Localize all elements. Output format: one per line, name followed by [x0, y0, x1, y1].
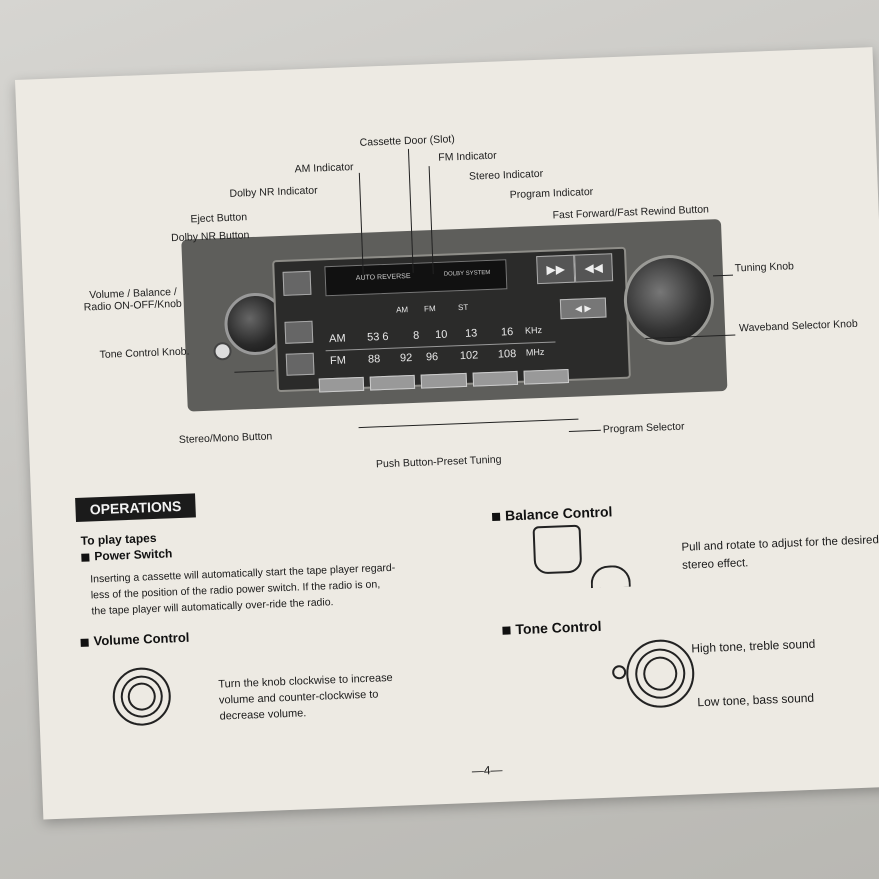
callout-stereo-mono-button: Stereo/Mono Button — [178, 430, 273, 446]
operations-title: OPERATIONS — [89, 497, 182, 518]
balance-knob-diagram — [532, 524, 583, 575]
callout-tuning-knob: Tuning Knob — [734, 260, 795, 275]
volume-control-title: Volume Control — [93, 629, 190, 649]
tone-control-title: Tone Control — [515, 617, 602, 638]
callout-dolby-nr-indicator: Dolby NR Indicator — [229, 184, 318, 200]
rewind-button: ◀◀ — [574, 253, 614, 283]
callout-eject-button: Eject Button — [190, 211, 248, 226]
power-switch-heading: Power Switch — [81, 546, 173, 563]
callout-waveband-selector: Waveband Selector Knob — [738, 317, 858, 335]
fm-indicator: FM — [423, 304, 436, 314]
balance-control-title: Balance Control — [504, 503, 613, 524]
fm-tick: 92 — [399, 351, 413, 365]
preset-button — [318, 376, 365, 393]
stereo-mono-button — [285, 352, 315, 376]
radio-unit: AUTO REVERSE DOLBY SYSTEM ▶▶ ◀◀ AM FM ST… — [272, 246, 631, 393]
fm-band-label: FM — [329, 354, 347, 368]
power-switch-text: Inserting a cassette will automatically … — [90, 558, 452, 620]
tone-pointer-icon — [611, 664, 627, 680]
am-tick: 16 — [500, 326, 514, 339]
tone-high-text: High tone, treble sound — [691, 636, 816, 656]
am-indicator: AM — [395, 305, 409, 315]
preset-button — [523, 368, 570, 385]
balance-control-text: Pull and rotate to adjust for the desire… — [681, 530, 879, 574]
fm-tick: 108 — [497, 347, 517, 361]
stereo-indicator: ST — [457, 302, 469, 313]
tone-knob-diagram — [624, 638, 696, 709]
rotate-arrow-icon — [590, 564, 631, 589]
callout-stereo-indicator: Stereo Indicator — [468, 167, 544, 183]
callout-program-indicator: Program Indicator — [509, 185, 594, 202]
eject-button — [282, 270, 312, 296]
am-band-label: AM — [328, 332, 346, 346]
balance-control-heading: Balance Control — [491, 503, 613, 524]
fm-unit: MHz — [525, 346, 545, 358]
operations-title-box: OPERATIONS — [75, 493, 196, 522]
preset-button — [472, 370, 518, 387]
callout-ff-rew-button: Fast Forward/Fast Rewind Button — [552, 203, 710, 222]
fm-tick: 102 — [459, 349, 479, 363]
preset-button — [421, 372, 467, 389]
leader-line — [358, 418, 579, 429]
am-tick: 13 — [464, 327, 478, 340]
volume-control-text: Turn the knob clockwise to increase volu… — [218, 668, 440, 724]
fm-tick: 96 — [425, 350, 439, 364]
fm-tick: 88 — [367, 353, 381, 366]
am-unit: KHz — [524, 324, 543, 336]
tone-low-text: Low tone, bass sound — [697, 690, 815, 710]
leader-line — [568, 429, 601, 432]
dolby-nr-button — [284, 320, 314, 344]
callout-fm-indicator: FM Indicator — [438, 149, 497, 164]
callout-tone-control-knob: Tone Control Knob. — [99, 345, 190, 361]
am-tick: 53 6 — [366, 330, 389, 344]
callout-program-selector: Program Selector — [602, 420, 685, 436]
preset-button — [369, 374, 416, 391]
volume-knob-diagram — [111, 666, 172, 727]
tone-control-heading: Tone Control — [502, 618, 602, 638]
manual-page: AUTO REVERSE DOLBY SYSTEM ▶▶ ◀◀ AM FM ST… — [15, 47, 879, 820]
am-tick: 8 — [412, 329, 420, 342]
cassette-door: AUTO REVERSE DOLBY SYSTEM — [324, 259, 508, 297]
to-play-tapes-heading: To play tapes — [80, 530, 157, 548]
page-number: —4— — [471, 762, 503, 778]
volume-control-heading: Volume Control — [80, 629, 190, 649]
waveband-selector: ◀ ▶ — [559, 297, 607, 320]
dolby-system-label: DOLBY SYSTEM — [443, 269, 491, 278]
callout-volume-knob-line2: Radio ON-OFF/Knob — [83, 297, 182, 314]
callout-am-indicator: AM Indicator — [294, 161, 354, 176]
callout-cassette-door: Cassette Door (Slot) — [359, 133, 455, 149]
am-tick: 10 — [434, 328, 448, 342]
power-switch-title: Power Switch — [94, 546, 173, 564]
fast-forward-button: ▶▶ — [536, 254, 576, 285]
auto-reverse-label: AUTO REVERSE — [355, 272, 411, 283]
callout-push-button-preset: Push Button-Preset Tuning — [375, 453, 502, 471]
